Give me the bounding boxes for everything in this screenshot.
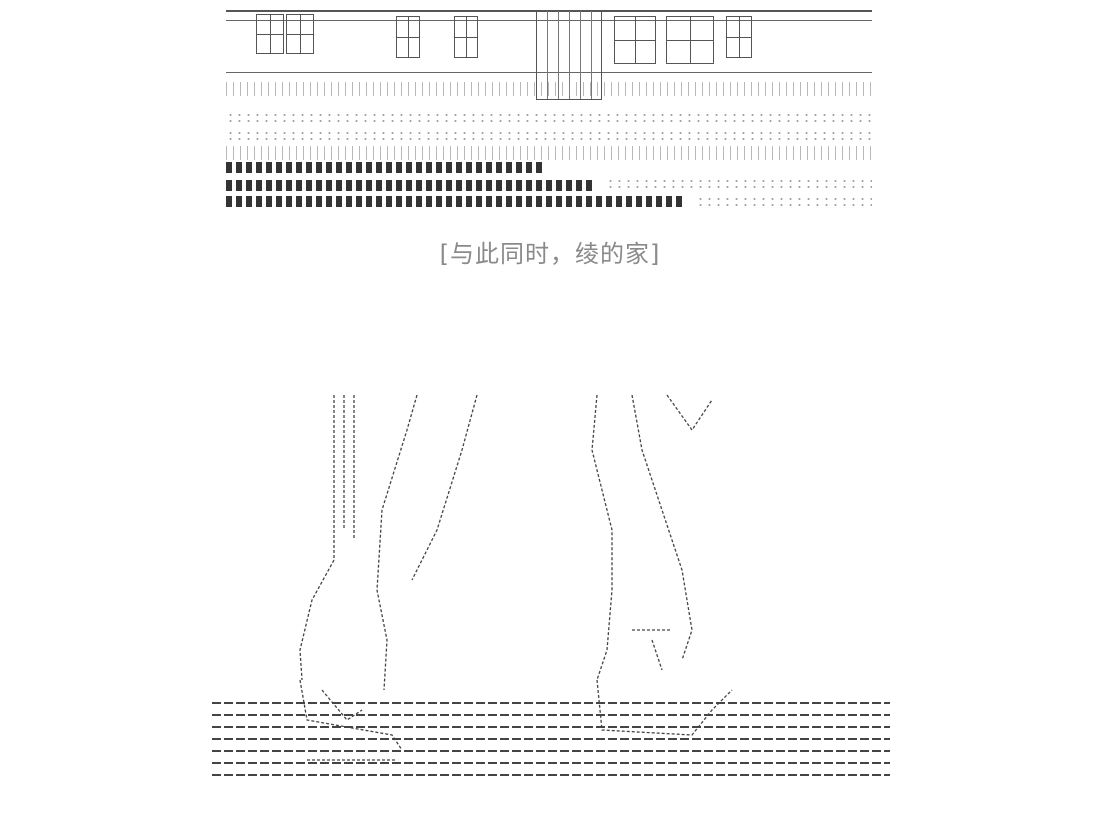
gravel (696, 196, 872, 208)
window (726, 16, 752, 58)
window (454, 16, 478, 58)
scene-caption: [与此同时，绫的家] (439, 240, 661, 268)
lawn-edge (226, 82, 872, 96)
window (396, 16, 420, 58)
building-illustration (226, 0, 872, 212)
shrub-row (226, 162, 546, 173)
floor-line (212, 762, 890, 764)
floor-line (212, 714, 890, 716)
shrub-row (226, 180, 596, 191)
legs-illustration (212, 390, 890, 780)
gravel (226, 112, 872, 124)
gravel (226, 130, 872, 142)
window (614, 16, 656, 64)
floor-line (212, 774, 890, 776)
floor-line (212, 738, 890, 740)
legs-drawing (299, 394, 733, 761)
gravel (606, 178, 872, 190)
window (286, 14, 314, 54)
window (666, 16, 714, 64)
floor-line (212, 750, 890, 752)
grass (226, 146, 872, 160)
shrub-row (226, 196, 686, 207)
window (256, 14, 284, 54)
floor-line (212, 702, 890, 704)
floor-line (212, 726, 890, 728)
